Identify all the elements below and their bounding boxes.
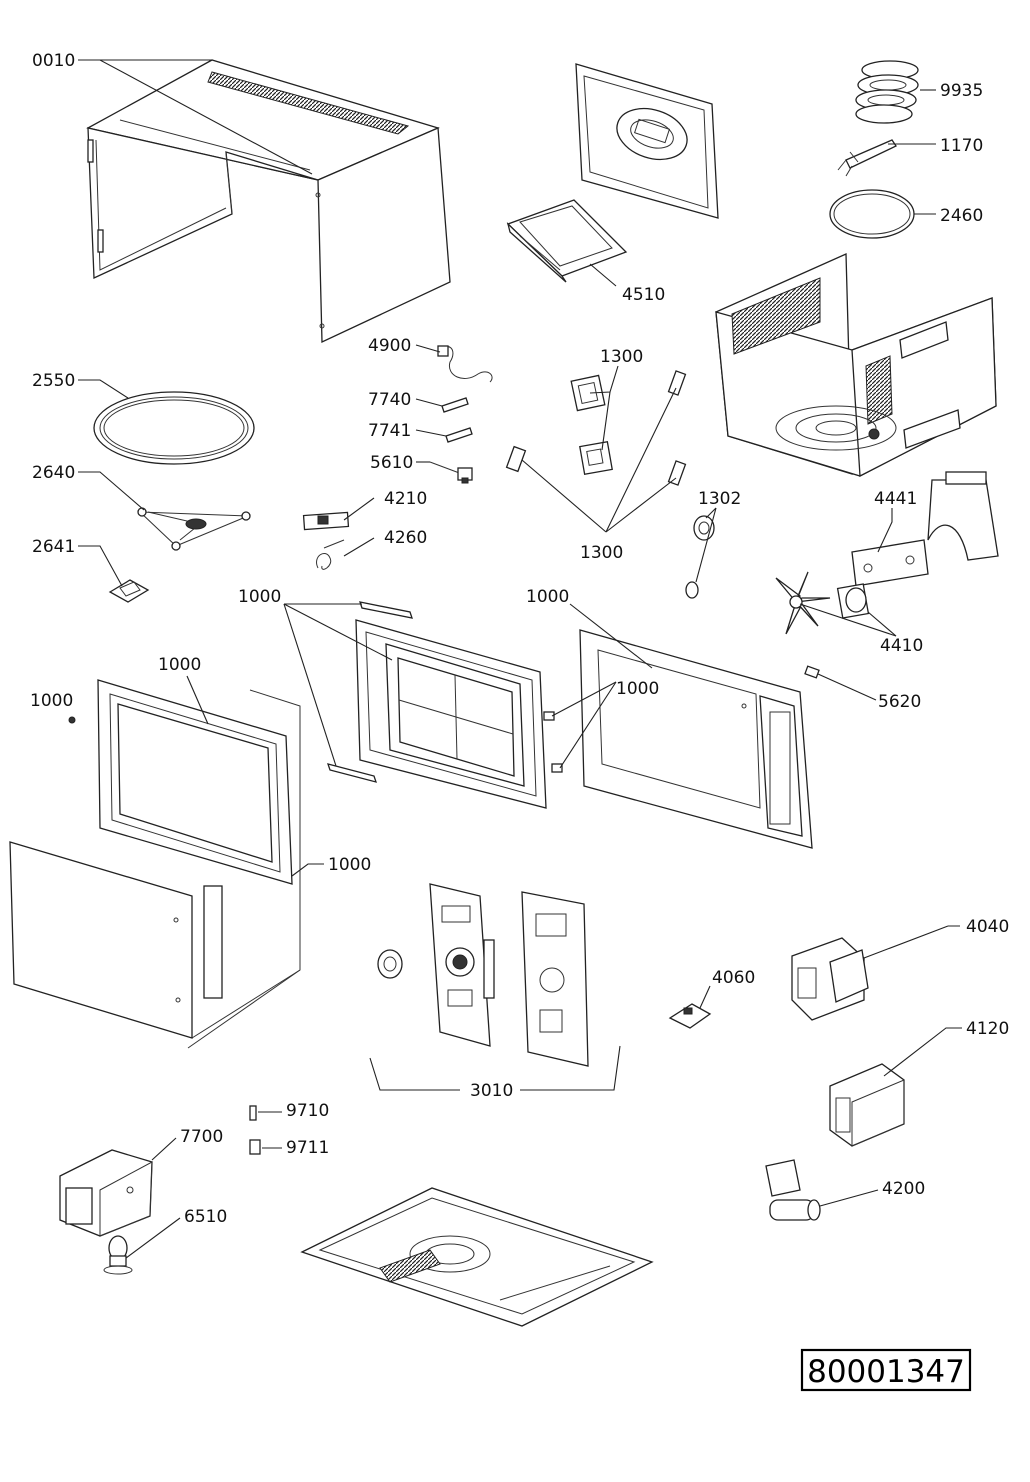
- door-front-frame: [97, 679, 293, 885]
- part-7741-shape: [445, 427, 473, 443]
- label-0010: 0010: [32, 51, 75, 71]
- label-7700: 7700: [180, 1127, 223, 1147]
- label-2550: 2550: [32, 371, 75, 391]
- door-choke-frame: [327, 601, 563, 809]
- label-4040: 4040: [966, 917, 1009, 937]
- label-2640: 2640: [32, 463, 75, 483]
- label-5620: 5620: [878, 692, 921, 712]
- part-9935-shape: [855, 60, 919, 124]
- label-1000-f: 1000: [328, 855, 371, 875]
- part-5610-shape: [429, 461, 473, 484]
- part-4060-shape: [668, 1003, 712, 1029]
- label-2641: 2641: [32, 537, 75, 557]
- part-5620-shape: [804, 665, 820, 679]
- label-2460: 2460: [940, 206, 983, 226]
- label-7740: 7740: [368, 390, 411, 410]
- part-4040-shape: [791, 937, 869, 1021]
- part-4441-shape: [851, 539, 929, 587]
- part-1000-screw: [68, 716, 76, 724]
- part-7700-shape: [59, 1149, 153, 1237]
- label-1302: 1302: [698, 489, 741, 509]
- label-4120: 4120: [966, 1019, 1009, 1039]
- part-1302-shape: [685, 515, 715, 599]
- part-2550-shape: [93, 391, 255, 465]
- part-4900-shape: [437, 345, 493, 383]
- label-4210: 4210: [384, 489, 427, 509]
- label-9711: 9711: [286, 1138, 329, 1158]
- label-4900: 4900: [368, 336, 411, 356]
- part-9710-shape: [249, 1105, 257, 1121]
- control-panel-assembly: [377, 883, 589, 1067]
- label-9935: 9935: [940, 81, 983, 101]
- label-1300-bottom: 1300: [580, 543, 623, 563]
- label-4441: 4441: [874, 489, 917, 509]
- label-1170: 1170: [940, 136, 983, 156]
- label-5610: 5610: [370, 453, 413, 473]
- rear-panel: [575, 63, 719, 219]
- label-1000-a: 1000: [238, 587, 281, 607]
- cabinet-outer-case: [86, 59, 451, 344]
- part-2460-shape: [829, 189, 915, 239]
- label-1000-c: 1000: [158, 655, 201, 675]
- part-2641-shape: [108, 579, 150, 603]
- door-inner-panel: [579, 629, 813, 849]
- label-6510: 6510: [184, 1207, 227, 1227]
- label-9710: 9710: [286, 1101, 329, 1121]
- part-4260-shape: [316, 539, 345, 570]
- part-4200-shape: [765, 1159, 821, 1221]
- part-1170-shape: [837, 139, 897, 177]
- label-1000-e: 1000: [30, 691, 73, 711]
- part-6510-shape: [103, 1235, 133, 1275]
- part-2640-shape: [137, 507, 251, 551]
- base-plate: [300, 1187, 654, 1327]
- label-4200: 4200: [882, 1179, 925, 1199]
- part-4410-shape: [775, 571, 870, 635]
- label-7741: 7741: [368, 421, 411, 441]
- fan-duct: [927, 471, 999, 561]
- part-1300-switches: [505, 370, 687, 486]
- label-1300-top: 1300: [600, 347, 643, 367]
- document-number-box: 80001347: [800, 1348, 972, 1392]
- door-outer-panel: [9, 689, 301, 1049]
- label-1000-b: 1000: [526, 587, 569, 607]
- document-number: 80001347: [807, 1354, 965, 1390]
- leader-lines: [78, 59, 962, 1259]
- part-4210-shape: [302, 511, 350, 531]
- part-7740-shape: [441, 397, 469, 413]
- label-1000-d: 1000: [616, 679, 659, 699]
- label-4410: 4410: [880, 636, 923, 656]
- label-4510: 4510: [622, 285, 665, 305]
- label-3010: 3010: [470, 1081, 513, 1101]
- part-9711-shape: [249, 1139, 261, 1155]
- part-labels: 0010 9935 1170 2460 4510 4900 2550 7740 …: [30, 51, 1009, 1227]
- part-4510-shape: [506, 199, 628, 283]
- label-4060: 4060: [712, 968, 755, 988]
- part-4120-shape: [829, 1063, 905, 1147]
- oven-cavity: [715, 253, 997, 478]
- label-4260: 4260: [384, 528, 427, 548]
